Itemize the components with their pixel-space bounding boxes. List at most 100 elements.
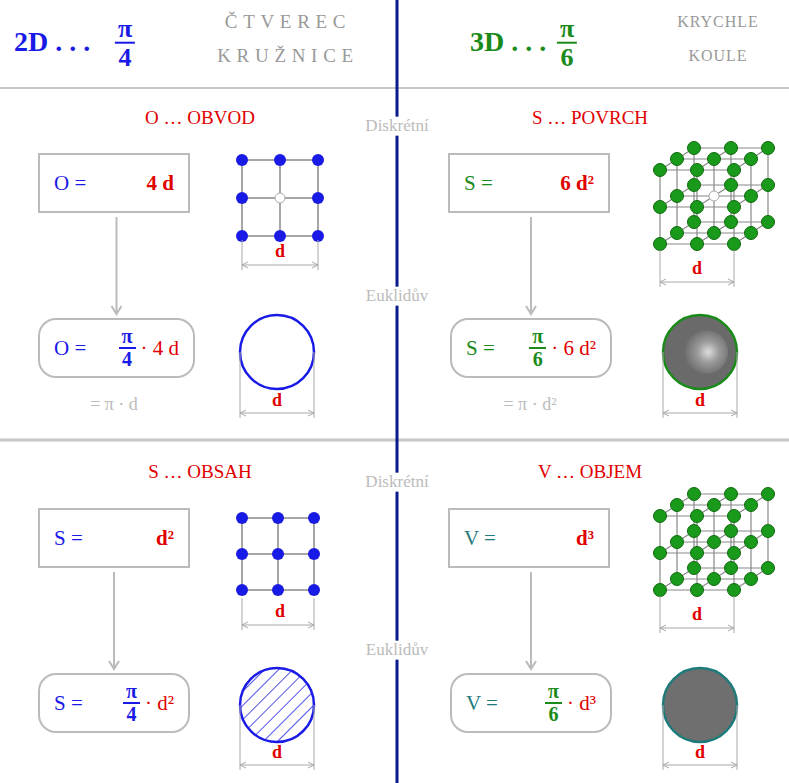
section-title: S … POVRCH: [532, 108, 648, 129]
dimension-arrow: [663, 762, 669, 768]
lattice-point: [688, 142, 701, 155]
fraction-denominator: 4: [119, 349, 135, 370]
dimension-arrow: [663, 410, 669, 416]
hollow-point: [275, 193, 285, 203]
dimension-arrow: [660, 279, 666, 285]
dimension-arrow: [728, 625, 734, 631]
lattice-point: [236, 154, 248, 166]
formula-term: · d²: [145, 691, 174, 716]
lattice-point: [745, 190, 758, 203]
header-fraction: π4: [115, 15, 135, 72]
lattice-point: [691, 510, 704, 523]
header-text: 3D . . .: [470, 27, 546, 58]
discrete-formula-box: S =6 d²: [448, 153, 610, 213]
fraction-numerator: π: [123, 681, 140, 704]
header-text: KRYCHLE: [677, 13, 759, 31]
fraction-numerator: π: [557, 15, 577, 44]
header-text: KOULE: [688, 47, 747, 65]
lattice-point: [671, 536, 684, 549]
lattice-point: [236, 584, 248, 596]
fraction-numerator: π: [545, 681, 562, 704]
dimension-label: d: [272, 391, 282, 411]
flow-arrow: [530, 572, 532, 669]
section-title: O … OBVOD: [145, 108, 255, 129]
dimension-arrow: [728, 279, 734, 285]
lattice-point: [728, 201, 741, 214]
flow-arrow: [113, 572, 115, 669]
dimension-line: [240, 413, 314, 414]
formula-middle: π4· d²: [123, 681, 174, 725]
lattice-point: [762, 142, 775, 155]
sphere-surface: [663, 315, 737, 389]
lattice-point: [725, 216, 738, 229]
dimension-tick: [314, 352, 315, 418]
formula-symbol: S =: [54, 691, 83, 716]
dimension-tick: [240, 352, 241, 418]
dimension-line: [663, 765, 737, 766]
fraction-denominator: 6: [558, 44, 577, 71]
discrete-formula-box: O = 4 d: [38, 153, 190, 213]
flow-arrow: [530, 217, 532, 314]
dimension-arrow: [731, 410, 737, 416]
dimension-label: d: [692, 605, 702, 625]
lattice-point: [671, 227, 684, 240]
lattice-point: [725, 488, 738, 501]
dimension-arrow: [240, 762, 246, 768]
lattice-point: [708, 227, 721, 240]
formula-symbol: O =: [54, 171, 86, 196]
row-caption: Euklidův: [362, 287, 432, 306]
lattice-point: [745, 536, 758, 549]
dimension-label: d: [695, 743, 705, 763]
formula-term: 4 d: [147, 171, 174, 196]
lattice-point: [272, 584, 284, 596]
discrete-formula-box: V =d³: [448, 508, 610, 568]
lattice-point: [691, 238, 704, 251]
lattice-point: [688, 179, 701, 192]
lattice-point: [691, 547, 704, 560]
separator-line: [0, 87, 789, 89]
lattice-point: [745, 153, 758, 166]
dimension-label: d: [695, 391, 705, 411]
lattice-point: [745, 227, 758, 240]
lattice-point: [762, 179, 775, 192]
euclid-formula-box: S = π4· d²: [38, 673, 190, 733]
lattice-point: [762, 525, 775, 538]
fraction: π6: [545, 681, 562, 725]
formula-symbol: V =: [466, 691, 498, 716]
lattice-point: [691, 584, 704, 597]
fraction: π6: [557, 15, 577, 72]
lattice-point: [708, 153, 721, 166]
row-caption: Euklidův: [362, 641, 432, 660]
formula-symbol: O =: [54, 336, 86, 361]
flow-arrow: [116, 217, 118, 314]
lattice-point: [312, 192, 324, 204]
dimension-arrow: [242, 262, 248, 268]
dimension-line: [242, 265, 318, 266]
lattice-point: [654, 510, 667, 523]
dimension-arrow: [312, 262, 318, 268]
dimension-arrow: [242, 622, 248, 628]
dimension-tick: [737, 705, 738, 770]
dimension-line: [660, 282, 734, 283]
lattice-point: [728, 584, 741, 597]
dimension-label: d: [272, 743, 282, 763]
dimension-label: d: [275, 242, 285, 262]
formula-symbol: S =: [54, 526, 83, 551]
fraction-numerator: π: [529, 326, 546, 349]
lattice-point: [708, 499, 721, 512]
lattice-point: [745, 499, 758, 512]
formula-term: 6 d²: [560, 171, 594, 196]
dimension-tick: [663, 352, 664, 418]
header-text: = π · d: [90, 395, 138, 415]
dimension-line: [242, 625, 314, 626]
lattice-point: [688, 488, 701, 501]
fraction-denominator: 6: [530, 349, 546, 370]
lattice-point: [728, 547, 741, 560]
section-title: V … OBJEM: [538, 462, 642, 483]
lattice-point: [654, 547, 667, 560]
lattice-point: [691, 201, 704, 214]
lattice-point: [671, 499, 684, 512]
lattice-point: [762, 488, 775, 501]
lattice-point: [728, 164, 741, 177]
separator-line: [0, 439, 789, 442]
